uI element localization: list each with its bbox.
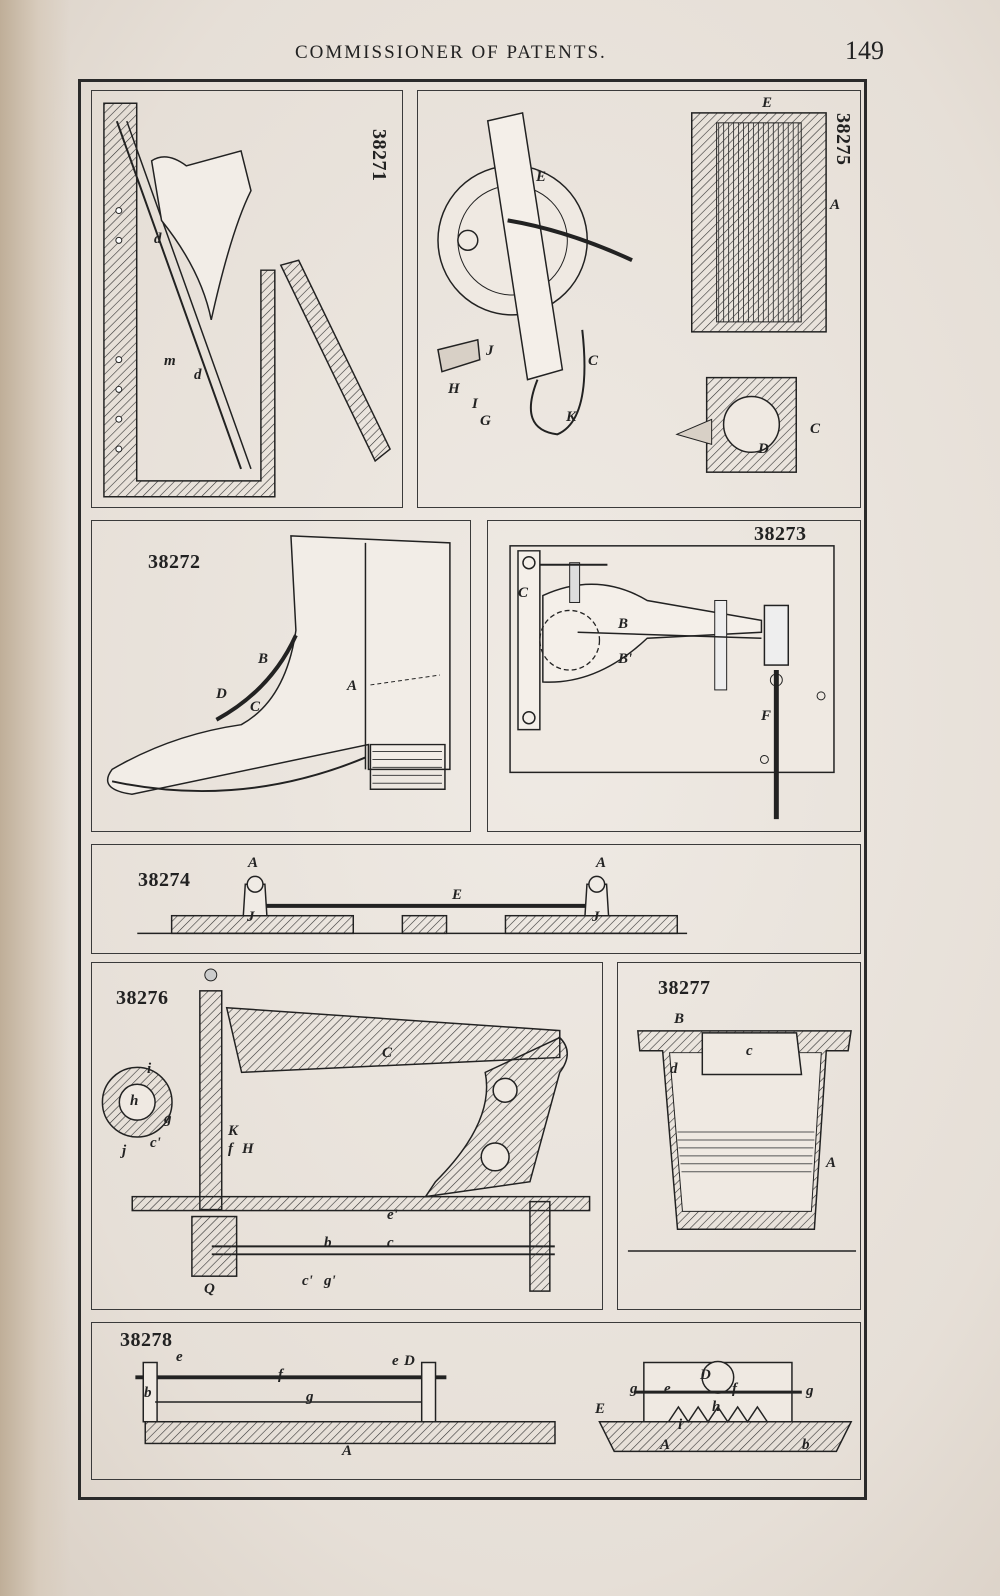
figure-letter: h: [712, 1399, 721, 1415]
figure-38276-drawing: [101, 968, 591, 1292]
figure-letter: K: [228, 1123, 239, 1139]
figure-letter: A: [347, 678, 358, 694]
page-number: 149: [845, 36, 884, 65]
page-gutter-shadow: [0, 0, 70, 1596]
figure-letter: b: [144, 1385, 152, 1401]
figure-letter: d: [154, 231, 162, 247]
figure-letter: d: [194, 367, 202, 383]
figure-letter: h: [130, 1093, 139, 1109]
figure-letter: A: [660, 1437, 671, 1453]
figure-letter: B: [674, 1011, 685, 1027]
figure-letter: K: [566, 409, 577, 425]
figure-letter: B: [258, 651, 269, 667]
figure-letter: C: [810, 421, 821, 437]
figure-letter: H: [242, 1141, 254, 1157]
figure-letter: d: [670, 1061, 678, 1077]
figure-letter: G: [480, 413, 491, 429]
figure-letter: g: [306, 1389, 314, 1405]
figure-letter: f: [278, 1367, 283, 1383]
figure-letter: j: [122, 1143, 127, 1159]
figure-letter: B: [618, 616, 629, 632]
figure-letter: g': [324, 1273, 336, 1289]
figure-letter: f: [732, 1381, 737, 1397]
figure-panel-38271: 38271 d m d: [91, 90, 403, 508]
figure-letter: A: [830, 197, 841, 213]
figure-panel-38273: 38273 C B B' F: [487, 520, 861, 832]
figure-38272-drawing: [106, 535, 451, 795]
figure-number-38274: 38274: [138, 869, 191, 891]
figure-letter: C: [382, 1045, 393, 1061]
figure-letter: D: [700, 1367, 711, 1383]
figure-letter: J: [592, 909, 600, 925]
figure-letter: C: [588, 353, 599, 369]
figure-letter: I: [472, 396, 478, 412]
figure-letter: e: [392, 1353, 399, 1369]
figure-letter: b: [802, 1437, 810, 1453]
figure-number-38271: 38271: [368, 129, 390, 182]
figure-panel-38276: 38276 C i h g j c' K f H e' b c Q c' g': [91, 962, 603, 1310]
figure-letter: g: [164, 1111, 172, 1127]
figure-38274-drawing: [137, 875, 688, 935]
figure-number-38276: 38276: [116, 987, 169, 1009]
figure-letter: J: [247, 909, 255, 925]
figure-letter: A: [342, 1443, 353, 1459]
figure-letter: c: [387, 1235, 394, 1251]
figure-letter: C: [250, 699, 261, 715]
figure-panel-38277: 38277 B c d A: [617, 962, 861, 1310]
figure-letter: i: [678, 1417, 683, 1433]
figure-letter: F: [761, 708, 772, 724]
figure-letter: e: [664, 1381, 671, 1397]
figure-letter: E: [452, 887, 463, 903]
figure-letter: E: [595, 1401, 606, 1417]
figure-38275-drawing: [437, 111, 827, 473]
figure-letter: g: [630, 1381, 638, 1397]
figure-letter: f: [228, 1141, 233, 1157]
figure-letter: E: [536, 169, 547, 185]
figure-letter: H: [448, 381, 460, 397]
figure-letter: C: [518, 585, 529, 601]
figure-letter: i: [147, 1061, 152, 1077]
figure-letter: A: [596, 855, 607, 871]
figure-panel-38278: 38278 e e D f g b A E g e D f g h i A b: [91, 1322, 861, 1480]
figure-letter: E: [762, 95, 773, 111]
running-header: COMMISSIONER OF PATENTS.: [295, 42, 607, 63]
figure-number-38273: 38273: [754, 523, 807, 545]
figure-letter: c': [150, 1135, 161, 1151]
figure-letter: A: [248, 855, 259, 871]
figure-letter: e': [387, 1207, 398, 1223]
figure-38278-drawing: [135, 1360, 853, 1453]
figure-letter: A: [826, 1155, 837, 1171]
figure-number-38272: 38272: [148, 551, 201, 573]
figure-38277-drawing: [627, 1030, 857, 1252]
figure-number-38277: 38277: [658, 977, 711, 999]
figure-letter: c': [302, 1273, 313, 1289]
figure-38271-drawing: [103, 102, 392, 498]
figure-letter: g: [806, 1383, 814, 1399]
figure-letter: D: [216, 686, 227, 702]
figure-letter: B': [618, 651, 633, 667]
figure-panel-38274: 38274 A A E J J: [91, 844, 861, 954]
figure-letter: e: [176, 1349, 183, 1365]
figure-panel-38272: 38272 B D C A: [91, 520, 471, 832]
figure-letter: D: [404, 1353, 415, 1369]
figure-number-38275: 38275: [832, 113, 854, 166]
plate-frame: 38271 d m d: [78, 79, 867, 1500]
figure-number-38278: 38278: [120, 1329, 173, 1351]
figure-letter: J: [486, 343, 494, 359]
figure-letter: D: [758, 441, 769, 457]
figure-letter: m: [164, 353, 176, 369]
figure-38273-drawing: [509, 545, 835, 820]
figure-panel-38275: 38275 E C J H I G K E A C D: [417, 90, 861, 508]
figure-letter: Q: [204, 1281, 215, 1297]
figure-letter: c: [746, 1043, 753, 1059]
figure-letter: b: [324, 1235, 332, 1251]
